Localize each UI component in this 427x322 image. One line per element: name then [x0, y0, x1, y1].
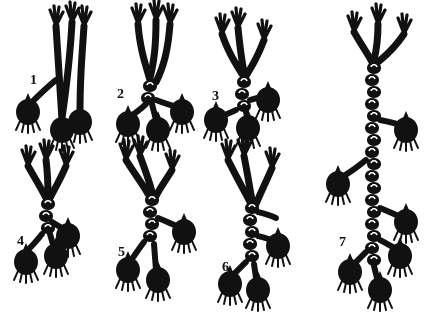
step-3-label: 3 — [212, 90, 219, 104]
step-5-drawing — [116, 136, 196, 301]
step-3-drawing — [204, 8, 280, 149]
step-2-drawing — [116, 0, 194, 151]
step-7-drawing — [326, 4, 418, 311]
step-6-drawing — [218, 136, 290, 311]
step-2-label: 2 — [117, 88, 124, 102]
step-1-drawing — [16, 2, 92, 151]
step-5-label: 5 — [118, 246, 125, 260]
step-4-drawing — [14, 140, 80, 283]
step-4-label: 4 — [17, 235, 24, 249]
step-6-label: 6 — [222, 261, 229, 275]
step-1-label: 1 — [30, 74, 37, 88]
step-7-label: 7 — [339, 236, 346, 250]
